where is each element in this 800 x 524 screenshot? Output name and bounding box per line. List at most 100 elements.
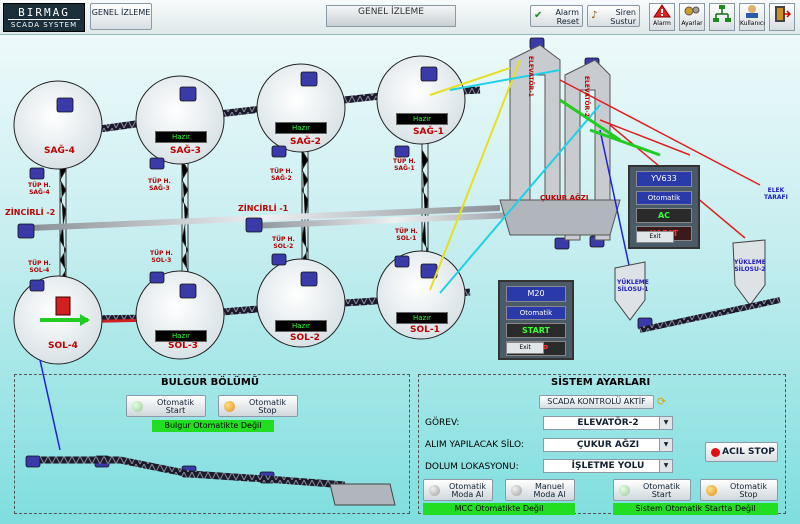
m20-exit-label: Exit (519, 344, 531, 351)
emergency-led-icon (711, 448, 720, 457)
mcc-status: MCC Otomatikte Değil (423, 503, 575, 515)
manuel-moda-button[interactable]: Manuel Moda Al (505, 479, 575, 501)
page-header: GENEL İZLEME (326, 5, 456, 27)
sistem-status: Sistem Otomatik Startta Değil (613, 503, 778, 515)
refresh-icon[interactable]: ⟳ (657, 395, 667, 408)
logo-main: BIRMAG (8, 6, 80, 20)
stop-led-icon (224, 401, 235, 412)
tup-sag-4: TÜP H. SAĞ-4 (28, 182, 51, 196)
silo-sag-2[interactable]: SAĞ-2 (290, 137, 321, 147)
bulgur-start-button[interactable]: Otomatik Start (126, 395, 206, 417)
chevron-down-icon: ▼ (659, 460, 672, 472)
silo-sol-4[interactable]: SOL-4 (48, 341, 78, 351)
tup-sag-3: TÜP H. SAĞ-3 (148, 178, 171, 192)
bulgur-title: BULGUR BÖLÜMÜ (161, 377, 259, 388)
birmag-logo: BIRMAG SCADA SYSTEM (3, 3, 85, 32)
tup-sol-3: TÜP H. SOL-3 (150, 250, 173, 264)
loading-silos (614, 239, 766, 321)
scada-kontrol-label: SCADA KONTROLÜ AKTİF (547, 397, 646, 406)
logo-sub: SCADA SYSTEM (10, 21, 78, 29)
zincirli-1-tube (249, 211, 541, 229)
elek-tarafi-label: ELEK TARAFI (764, 187, 788, 201)
alarm-icon-button[interactable]: Alarm (649, 3, 675, 31)
sag-3-status: Hazır (155, 131, 207, 143)
otomatik-moda-label: Otomatik Moda Al (448, 482, 486, 499)
acil-stop-button[interactable]: ACIL STOP (705, 442, 778, 462)
otomatik-moda-button[interactable]: Otomatik Moda Al (423, 479, 493, 501)
silo-sag-3[interactable]: SAĞ-3 (170, 146, 201, 156)
genel-izleme-label: GENEL İZLEME (91, 8, 151, 17)
tup-sol-1: TÜP H. SOL-1 (395, 228, 418, 242)
m20-exit-button[interactable]: Exit (506, 342, 544, 354)
silo-label: ALIM YAPILACAK SİLO: (425, 440, 524, 450)
sistem-start-label: Otomatik Start (642, 482, 680, 499)
yukleme-silosu-1-label: YÜKLEME SİLOSU-1 (617, 279, 649, 293)
yv633-popup: YV633 Otomatik AC KAPAT Exit (628, 165, 700, 249)
start-led-icon (619, 485, 630, 496)
yv633-mode[interactable]: Otomatik (636, 191, 692, 205)
silo-sag-4[interactable]: SAĞ-4 (44, 146, 75, 156)
alarm-reset-button[interactable]: ✔ Alarm Reset (530, 5, 583, 27)
sol-1-status: Hazır (396, 312, 448, 324)
bulgur-conveyor (40, 456, 346, 489)
silo-sol-2[interactable]: SOL-2 (290, 333, 320, 343)
top-toolbar: BIRMAG SCADA SYSTEM GENEL İZLEME GENEL İ… (0, 0, 800, 35)
gorev-value: ELEVATÖR-2 (577, 418, 639, 428)
silo-value: ÇUKUR AĞZI (576, 440, 640, 450)
zincirli-1-label: ZİNCİRLİ -1 (238, 204, 289, 213)
bulgur-hopper (329, 483, 396, 506)
exit-icon-button[interactable] (769, 3, 795, 31)
sistem-start-button[interactable]: Otomatik Start (613, 479, 691, 501)
sag-1-status: Hazır (396, 113, 448, 125)
settings-icon-label: Ayarlar (681, 20, 703, 27)
sistem-stop-label: Otomatik Stop (729, 482, 767, 499)
yv633-ac-button[interactable]: AC (636, 208, 692, 223)
user-icon (746, 5, 758, 18)
bulgur-panel: BULGUR BÖLÜMÜ Otomatik Start Otomatik St… (14, 374, 410, 514)
silo-sol-1[interactable]: SOL-1 (410, 325, 440, 335)
silo-sol-3[interactable]: SOL-3 (168, 341, 198, 351)
sol-4-motor-active (55, 296, 71, 316)
yv633-exit-button[interactable]: Exit (636, 231, 674, 243)
alarm-reset-label: Alarm Reset (555, 8, 579, 26)
settings-icon-button[interactable]: Ayarlar (679, 3, 705, 31)
user-icon-button[interactable]: Kullanıcı (739, 3, 765, 31)
yukleme-silosu-2-label: YÜKLEME SİLOSU-2 (734, 259, 766, 273)
lokasyon-value: İŞLETME YOLU (571, 461, 645, 471)
tup-sol-2: TÜP H. SOL-2 (272, 236, 295, 250)
gorev-select[interactable]: ELEVATÖR-2 ▼ (543, 416, 673, 430)
green-arrow-icon (80, 314, 90, 326)
sistem-ayarlari-panel: SİSTEM AYARLARI SCADA KONTROLÜ AKTİF ⟳ G… (418, 374, 786, 515)
silo-select[interactable]: ÇUKUR AĞZI ▼ (543, 438, 673, 452)
scada-kontrol-button[interactable]: SCADA KONTROLÜ AKTİF (539, 395, 654, 409)
mode-led-icon (429, 485, 440, 496)
cukur-agzi-label: ÇUKUR AĞZI (540, 194, 589, 202)
tup-sag-2: TÜP H. SAĞ-2 (270, 168, 293, 182)
alarm-reset-icon: ✔ (534, 10, 543, 21)
sol-3-status: Hazır (155, 330, 207, 342)
bulgur-status: Bulgur Otomatikte Değil (152, 420, 274, 432)
m20-start-button[interactable]: START (506, 323, 566, 338)
network-icon-button[interactable] (709, 3, 735, 31)
elevator-1-label: ELEVATÖR-1 (527, 56, 534, 97)
siren-sustur-button[interactable]: ♪ Siren Sustur (587, 5, 640, 27)
bulgur-stop-button[interactable]: Otomatik Stop (218, 395, 298, 417)
start-led-icon (132, 401, 143, 412)
zincirli-2-tube (29, 205, 501, 231)
elevator-2-label: ELEVATÖR-2 (583, 76, 590, 117)
lokasyon-select[interactable]: İŞLETME YOLU ▼ (543, 459, 673, 473)
m20-popup: M20 Otomatik START STOP Exit (498, 280, 574, 360)
silo-sag-1[interactable]: SAĞ-1 (413, 127, 444, 137)
m20-mode[interactable]: Otomatik (506, 306, 566, 320)
bulgur-start-label: Otomatik Start (156, 398, 194, 415)
genel-izleme-button[interactable]: GENEL İZLEME (90, 3, 152, 30)
manuel-moda-label: Manuel Moda Al (533, 482, 566, 499)
sol-2-status: Hazır (275, 320, 327, 332)
sistem-stop-button[interactable]: Otomatik Stop (700, 479, 778, 501)
alarm-icon (653, 4, 671, 18)
network-icon (713, 5, 731, 22)
siren-sustur-label: Siren Sustur (610, 8, 636, 26)
siren-icon: ♪ (591, 10, 598, 21)
yv633-exit-label: Exit (649, 233, 661, 240)
m20-title: M20 (506, 286, 566, 302)
